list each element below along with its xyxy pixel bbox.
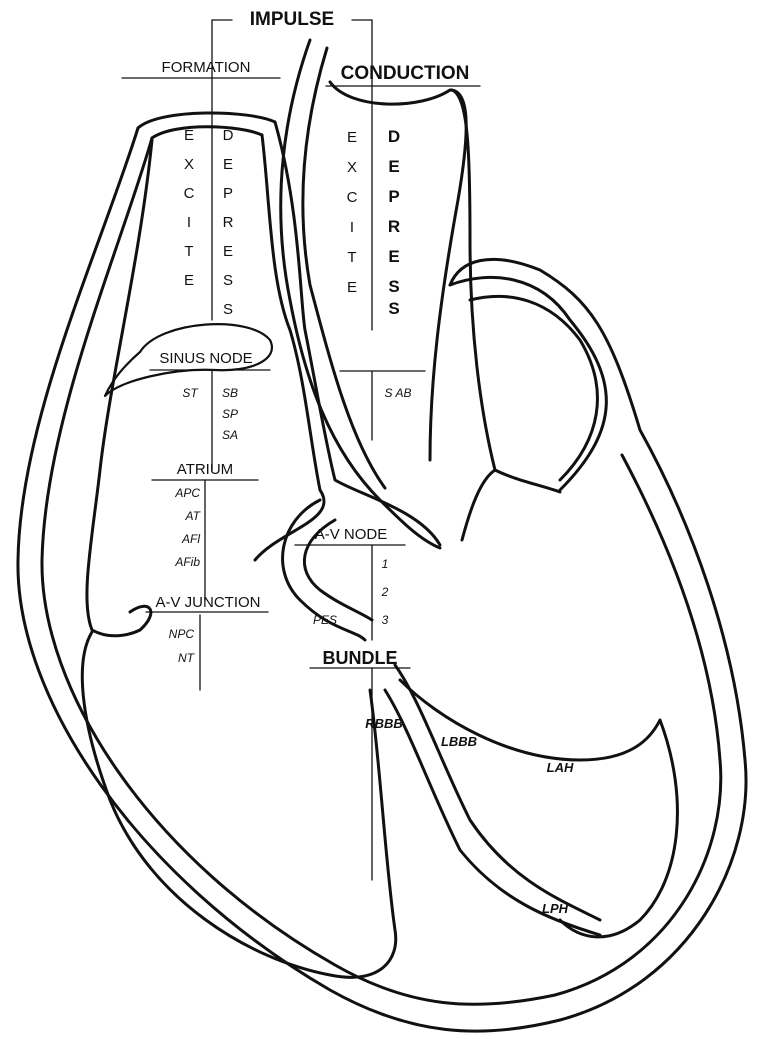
conduction-depress-letter: S [388, 277, 399, 296]
atrium-item: APC [174, 486, 200, 500]
diagram-title: IMPULSE [250, 9, 334, 30]
formation-excite-letter: X [184, 156, 194, 173]
conduction-excite-letter: E [347, 279, 357, 296]
formation-excite-letter: E [184, 272, 194, 289]
av-block-degrees: 1 2 3 [381, 557, 389, 627]
sinus-node-label: SINUS NODE [159, 350, 252, 367]
av-junction-label: A-V JUNCTION [156, 594, 261, 611]
pes-label: PES [313, 613, 337, 627]
formation-depress-letter: S [223, 301, 233, 318]
atrium-item: AT [185, 509, 202, 523]
formation-depress-letter: E [223, 243, 233, 260]
atrium-label: ATRIUM [177, 461, 233, 478]
atrium-arrhythmia-list: APC AT AFl AFib [174, 486, 201, 569]
rbbb-label: RBBB [365, 716, 403, 731]
sinus-tachycardia-label: ST [182, 386, 199, 400]
atrium-item: AFib [174, 555, 200, 569]
formation-excite-letter: C [184, 185, 195, 202]
formation-excite-letter: I [187, 214, 191, 231]
formation-depress-letter: S [223, 272, 233, 289]
sa-block-label: S AB [385, 386, 412, 400]
av-block-degree: 1 [382, 557, 389, 571]
conduction-excite-letter: T [347, 249, 356, 266]
conduction-excite-letter: E [347, 129, 357, 146]
heart-outer-wall [18, 128, 746, 1031]
sinus-pause-label: SP [222, 407, 238, 421]
av-junction-list: NPC NT [169, 627, 196, 665]
formation-depress-letter: E [223, 156, 233, 173]
conduction-depress-letter: R [388, 217, 400, 236]
av-node-label: A-V NODE [315, 526, 388, 543]
conduction-excite-letter: X [347, 159, 357, 176]
sinus-arrhythmia-label: SA [222, 428, 238, 442]
right-atrium-chamber [87, 140, 152, 636]
lah-label: LAH [547, 760, 574, 775]
conduction-depress-letter: D [388, 127, 400, 146]
av-block-degree: 3 [382, 613, 389, 627]
formation-excite-column: E X C I T E [184, 127, 195, 289]
conduction-depress-letter: E [388, 157, 399, 176]
formation-depress-letter: D [223, 127, 234, 144]
heart-inner-wall [42, 138, 721, 1004]
formation-depress-letter: P [223, 185, 233, 202]
atrium-item: AFl [181, 532, 200, 546]
conduction-excite-letter: I [350, 219, 354, 236]
left-atrium-wall [450, 277, 606, 490]
formation-excite-letter: T [184, 243, 193, 260]
formation-excite-letter: E [184, 127, 194, 144]
lph-label: LPH [542, 901, 569, 916]
av-block-degree: 2 [381, 585, 389, 599]
conduction-depress-letter: P [388, 187, 399, 206]
formation-heading: FORMATION [162, 59, 251, 76]
conduction-excite-letter: C [347, 189, 358, 206]
aorta [281, 40, 440, 548]
bundle-label: BUNDLE [323, 648, 398, 668]
right-ventricle-chamber [82, 632, 395, 977]
av-junction-item: NT [178, 651, 196, 665]
conduction-depress-letter: E [388, 247, 399, 266]
conduction-heading: CONDUCTION [341, 63, 470, 84]
av-junction-item: NPC [169, 627, 195, 641]
conduction-excite-column: E X C I T E [347, 129, 358, 296]
conduction-depress-letter: S [388, 299, 399, 318]
conduction-depress-column: D E P R E S S [388, 127, 400, 318]
formation-depress-letter: R [223, 214, 234, 231]
sinus-bradycardia-label: SB [222, 386, 238, 400]
lbbb-label: LBBB [441, 734, 477, 749]
formation-depress-column: D E P R E S S [223, 127, 234, 318]
